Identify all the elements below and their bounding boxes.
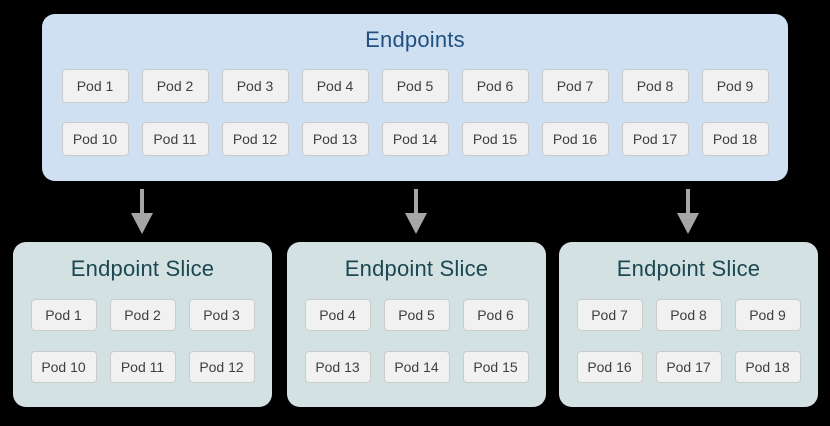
slice-2-pod-row-2: Pod 13 Pod 14 Pod 15 — [287, 351, 546, 383]
endpoint-slice-title: Endpoint Slice — [344, 256, 489, 281]
pod-box: Pod 7 — [576, 299, 643, 331]
arrow-shaft — [414, 189, 418, 213]
pod-box: Pod 9 — [734, 299, 801, 331]
pod-box: Pod 1 — [61, 69, 129, 103]
pod-box: Pod 16 — [541, 122, 609, 156]
endpoints-box: Endpoints Pod 1 Pod 2 Pod 3 Pod 4 Pod 5 Pod 6… — [42, 14, 788, 181]
endpoint-slice-title: Endpoint Slice — [616, 256, 761, 281]
pod-box: Pod 8 — [655, 299, 722, 331]
arrow-shaft — [140, 189, 144, 213]
pod-box: Pod 4 — [304, 299, 371, 331]
slice-1-pod-row-2: Pod 10 Pod 11 Pod 12 — [13, 351, 272, 383]
pod-box: Pod 9 — [701, 69, 769, 103]
pod-box: Pod 6 — [462, 299, 529, 331]
pod-box: Pod 13 — [301, 122, 369, 156]
pod-box: Pod 3 — [221, 69, 289, 103]
pod-box: Pod 5 — [381, 69, 449, 103]
pod-box: Pod 2 — [109, 299, 176, 331]
pod-box: Pod 2 — [141, 69, 209, 103]
pod-box: Pod 15 — [461, 122, 529, 156]
pod-box: Pod 12 — [188, 351, 255, 383]
pod-box: Pod 3 — [188, 299, 255, 331]
slice-1-pod-row-1: Pod 1 Pod 2 Pod 3 — [13, 299, 272, 331]
slice-3-pod-row-1: Pod 7 Pod 8 Pod 9 — [559, 299, 818, 331]
pod-box: Pod 10 — [61, 122, 129, 156]
pod-box: Pod 8 — [621, 69, 689, 103]
pod-box: Pod 11 — [109, 351, 176, 383]
pod-box: Pod 17 — [621, 122, 689, 156]
arrow-head — [677, 213, 699, 234]
pod-box: Pod 1 — [30, 299, 97, 331]
pod-box: Pod 17 — [655, 351, 722, 383]
arrow-down-icon — [405, 189, 427, 234]
slice-2-pod-row-1: Pod 4 Pod 5 Pod 6 — [287, 299, 546, 331]
slice-3-pod-row-2: Pod 16 Pod 17 Pod 18 — [559, 351, 818, 383]
pod-box: Pod 12 — [221, 122, 289, 156]
pod-box: Pod 5 — [383, 299, 450, 331]
pod-box: Pod 6 — [461, 69, 529, 103]
arrow-shaft — [686, 189, 690, 213]
endpoints-pod-row-1: Pod 1 Pod 2 Pod 3 Pod 4 Pod 5 Pod 6 Pod 7 Pod 8… — [42, 69, 788, 103]
pod-box: Pod 18 — [701, 122, 769, 156]
pod-box: Pod 10 — [30, 351, 97, 383]
pod-box: Pod 16 — [576, 351, 643, 383]
arrow-head — [131, 213, 153, 234]
arrow-down-icon — [677, 189, 699, 234]
pod-box: Pod 11 — [141, 122, 209, 156]
pod-box: Pod 14 — [383, 351, 450, 383]
endpoint-slice-title: Endpoint Slice — [70, 256, 215, 281]
endpoints-pod-row-2: Pod 10 Pod 11 Pod 12 Pod 13 Pod 14 Pod 15 Pod … — [42, 122, 788, 156]
pod-box: Pod 4 — [301, 69, 369, 103]
endpoints-title: Endpoints — [365, 27, 465, 52]
pod-box: Pod 18 — [734, 351, 801, 383]
arrow-down-icon — [131, 189, 153, 234]
pod-box: Pod 7 — [541, 69, 609, 103]
pod-box: Pod 15 — [462, 351, 529, 383]
pod-box: Pod 13 — [304, 351, 371, 383]
pod-box: Pod 14 — [381, 122, 449, 156]
arrow-head — [405, 213, 427, 234]
